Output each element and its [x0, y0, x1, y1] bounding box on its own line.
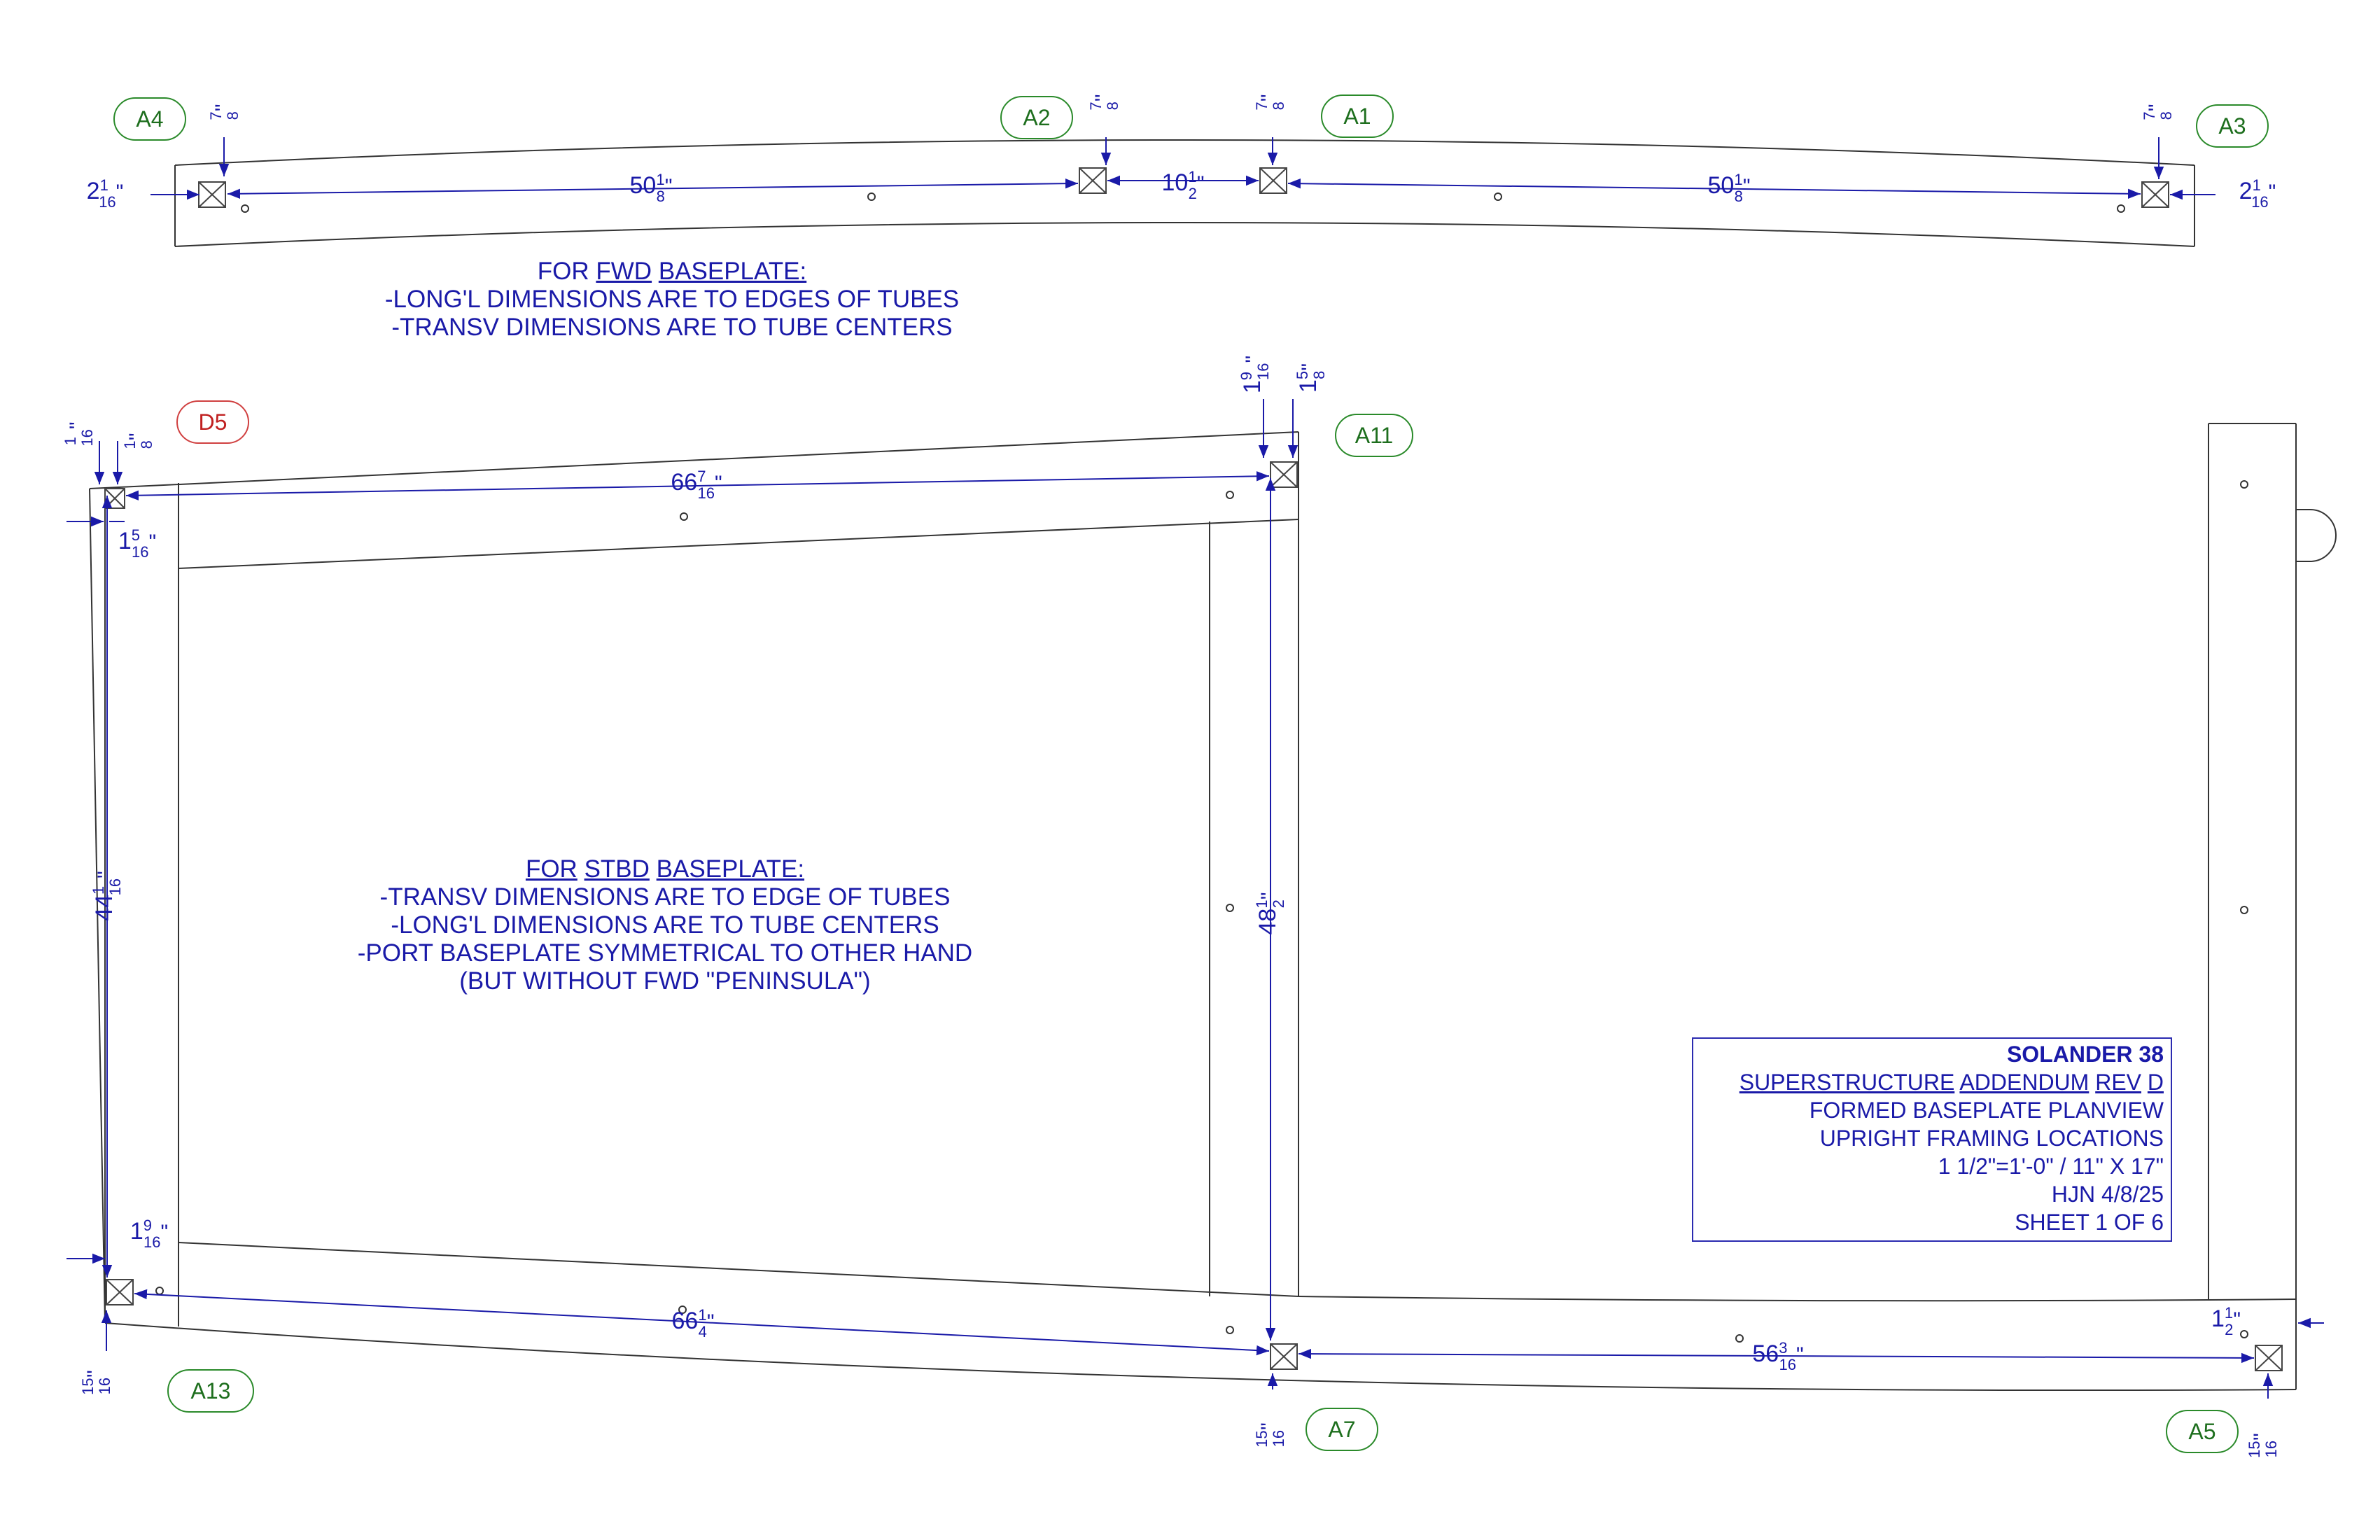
tag-a3: A3 — [2196, 104, 2269, 148]
stbd-tube-d5 — [104, 488, 125, 509]
fwd-tube-a2 — [1079, 167, 1107, 194]
stbd-note-for: FOR — [525, 855, 578, 883]
stbd-baseplate-note: FOR STBD BASEPLATE: -TRANSV DIMENSIONS A… — [329, 855, 1001, 995]
dim-stbd-d5-small-a: 116" — [62, 421, 96, 446]
fwd-tube-a3 — [2141, 181, 2169, 208]
fwd-tube-a1 — [1259, 167, 1287, 194]
dim-stbd-mid-vert: 4812" — [1253, 892, 1287, 935]
dim-stbd-d5-small-b: 18" — [121, 433, 155, 449]
stbd-note-baseplate: BASEPLATE: — [656, 855, 805, 883]
fwd-tube-a4 — [198, 181, 226, 208]
stbd-tube-a13 — [106, 1279, 134, 1306]
tag-d5: D5 — [176, 400, 249, 444]
dim-fwd-a4-transv: 78" — [207, 104, 241, 120]
tag-a1-label: A1 — [1343, 104, 1371, 129]
fwd-note-space — [652, 258, 659, 285]
fwd-note-line-2: -LONG'L DIMENSIONS ARE TO EDGES OF TUBES — [384, 286, 960, 313]
title-block-project: SOLANDER 38 — [2006, 1042, 2164, 1067]
stbd-note-line-2: -TRANSV DIMENSIONS ARE TO EDGE OF TUBES — [379, 883, 951, 911]
tag-a2: A2 — [1000, 96, 1073, 139]
fwd-note-heading: FOR FWD BASEPLATE: — [364, 258, 980, 286]
title-block-author-date: HJN 4/8/25 — [2051, 1182, 2164, 1207]
title-block-subtitle: SUPERSTRUCTURE ADDENDUM REV D — [1693, 1068, 2164, 1096]
title-block-scale: 1 1/2"=1'-0" / 11" X 17" — [1938, 1154, 2164, 1179]
stbd-dimension-lines — [66, 399, 2324, 1399]
stbd-note-line-5: (BUT WITHOUT FWD "PENINSULA") — [459, 967, 871, 995]
tag-a5: A5 — [2166, 1410, 2239, 1453]
stbd-tube-a11 — [1270, 461, 1298, 488]
title-block-addendum: ADDENDUM — [1959, 1070, 2090, 1095]
stbd-note-stbd: STBD — [584, 855, 650, 883]
tag-a13: A13 — [167, 1369, 254, 1413]
fwd-dimension-lines — [150, 137, 2216, 200]
fwd-note-line-3: -TRANSV DIMENSIONS ARE TO TUBE CENTERS — [391, 314, 953, 341]
title-block-rev: REV — [2095, 1070, 2141, 1095]
dim-fwd-a1-transv: 78" — [1253, 94, 1287, 110]
fwd-fastener-holes — [241, 192, 2125, 213]
stbd-tube-a5 — [2255, 1345, 2283, 1371]
fwd-baseplate-outline — [174, 139, 2195, 247]
dim-stbd-a11-a: 1916" — [1238, 356, 1272, 393]
dim-fwd-a3-transv: 78" — [2141, 104, 2175, 120]
title-block-line-4: UPRIGHT FRAMING LOCATIONS — [1819, 1126, 2164, 1151]
title-block: SOLANDER 38 SUPERSTRUCTURE ADDENDUM REV … — [1692, 1037, 2172, 1242]
dim-stbd-a13-transv: 1516" — [79, 1370, 113, 1395]
tag-a13-label: A13 — [191, 1378, 231, 1404]
tag-a5-label: A5 — [2188, 1419, 2216, 1444]
tag-a11-label: A11 — [1355, 423, 1394, 448]
tag-a1: A1 — [1321, 94, 1394, 138]
tag-a7-label: A7 — [1328, 1417, 1355, 1442]
stbd-note-space-2 — [650, 855, 657, 883]
fwd-note-fwd: FWD — [596, 258, 652, 285]
stbd-note-line-4: -PORT BASEPLATE SYMMETRICAL TO OTHER HAN… — [357, 939, 973, 967]
title-block-line-3: FORMED BASEPLATE PLANVIEW — [1809, 1098, 2164, 1123]
tag-d5-label: D5 — [199, 410, 227, 435]
fwd-note-prefix: FOR — [537, 258, 596, 285]
title-block-rev-letter: D — [2147, 1070, 2164, 1095]
dim-stbd-left-vert: 44116" — [90, 871, 124, 921]
tag-a7: A7 — [1306, 1408, 1378, 1451]
dim-stbd-a11-b: 158" — [1294, 363, 1328, 393]
fwd-note-baseplate: BASEPLATE: — [658, 258, 807, 285]
dim-fwd-a2-transv: 78" — [1087, 94, 1121, 110]
fwd-baseplate-note: FOR FWD BASEPLATE: -LONG'L DIMENSIONS AR… — [364, 258, 980, 342]
stbd-note-line-3: -LONG'L DIMENSIONS ARE TO TUBE CENTERS — [391, 911, 939, 939]
tag-a11: A11 — [1335, 414, 1413, 457]
title-block-sheet: SHEET 1 OF 6 — [2015, 1210, 2164, 1235]
tag-a4-label: A4 — [136, 106, 163, 132]
title-block-superstructure: SUPERSTRUCTURE — [1739, 1070, 1955, 1095]
stbd-note-space-1 — [578, 855, 584, 883]
stbd-tube-a7 — [1270, 1343, 1298, 1370]
dim-stbd-a5-transv: 1516" — [2246, 1433, 2280, 1458]
tag-a3-label: A3 — [2218, 113, 2246, 139]
tag-a4: A4 — [113, 97, 186, 141]
dim-stbd-a7-transv: 1516" — [1253, 1422, 1287, 1448]
stbd-note-heading: FOR STBD BASEPLATE: — [329, 855, 1001, 883]
tag-a2-label: A2 — [1023, 105, 1050, 130]
